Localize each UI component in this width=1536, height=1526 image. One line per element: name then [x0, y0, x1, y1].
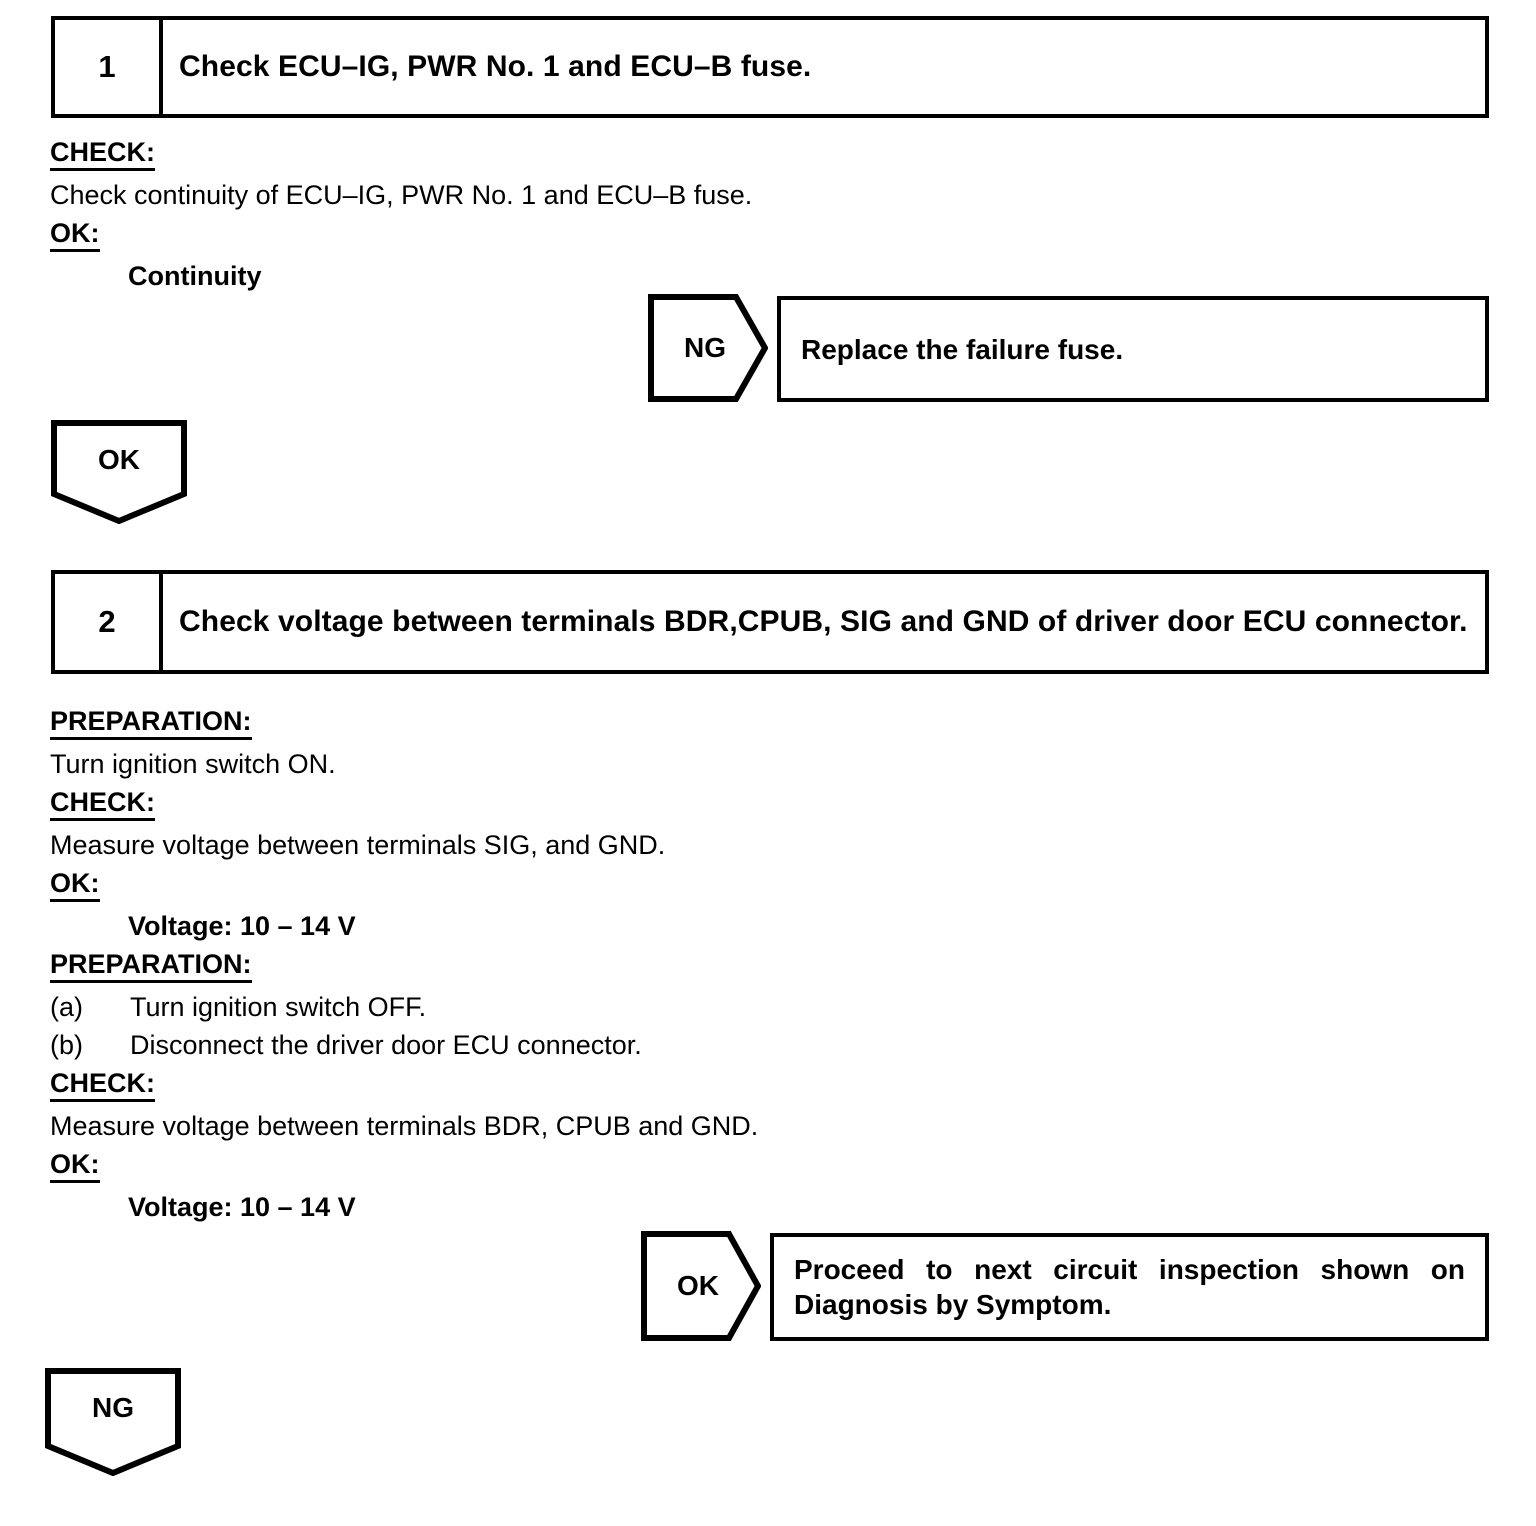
step-2-title: Check voltage between terminals BDR,CPUB…	[179, 604, 1468, 638]
step-2-preparation-label-1-row: PREPARATION:	[50, 702, 758, 745]
arrow-right-icon	[648, 294, 768, 402]
step-1-ok-label: OK:	[50, 218, 100, 252]
pentagon-down-icon	[45, 1368, 181, 1476]
step-2-preparation-item-a-text: Turn ignition switch OFF.	[130, 992, 427, 1022]
step-2-ok-arrow: OK	[641, 1231, 761, 1341]
step-1-ng-result-box: Replace the failure fuse.	[777, 296, 1489, 402]
step-2-preparation-item-a-tag: (a)	[50, 992, 83, 1022]
step-1-title: Check ECU–IG, PWR No. 1 and ECU–B fuse.	[179, 49, 812, 83]
step-2-ok-label-2-row: OK:	[50, 1145, 758, 1188]
step-2-check-label-1-row: CHECK:	[50, 783, 758, 826]
step-2-check-text-1: Measure voltage between terminals SIG, a…	[50, 830, 666, 860]
step-2-detail-block: PREPARATION: Turn ignition switch ON. CH…	[50, 702, 758, 1226]
step-2-ok-arrow-label: OK	[677, 1270, 719, 1301]
step-2-ok-result-box: Proceed to next circuit inspection shown…	[770, 1233, 1489, 1341]
step-2-ng-pentagon: NG	[45, 1368, 181, 1476]
step-2-preparation-label-2: PREPARATION:	[50, 949, 252, 983]
step-1-number: 1	[55, 20, 163, 114]
step-1-check-label: CHECK:	[50, 137, 155, 171]
step-2-ok-result-line-2: Diagnosis by Symptom.	[794, 1289, 1112, 1320]
step-1-ok-label-row: OK:	[50, 214, 752, 257]
step-2-preparation-label-2-row: PREPARATION:	[50, 945, 758, 988]
step-1-ok-value: Continuity	[128, 261, 262, 291]
step-2-ok-label-2: OK:	[50, 1149, 100, 1183]
step-2-check-text-2: Measure voltage between terminals BDR, C…	[50, 1111, 759, 1141]
step-2-ok-value-1: Voltage: 10 – 14 V	[128, 911, 356, 941]
step-1-check-label-row: CHECK:	[50, 133, 752, 176]
step-2-preparation-item-b: (b) Disconnect the driver door ECU connec…	[50, 1026, 758, 1064]
step-2-preparation-text-1: Turn ignition switch ON.	[50, 749, 336, 779]
step-1-check-text: Check continuity of ECU–IG, PWR No. 1 an…	[50, 180, 753, 210]
step-2-number: 2	[55, 574, 163, 670]
step-2-preparation-item-b-tag: (b)	[50, 1030, 83, 1060]
step-1-ng-arrow: NG	[648, 294, 768, 402]
step-1-ng-result-text: Replace the failure fuse.	[801, 333, 1124, 365]
step-2-ok-value-2: Voltage: 10 – 14 V	[128, 1192, 356, 1222]
step-2-ok-label-1-row: OK:	[50, 864, 758, 907]
step-2-ok-label-1: OK:	[50, 868, 100, 902]
step-2-preparation-item-b-text: Disconnect the driver door ECU connector…	[130, 1030, 642, 1060]
step-2-check-label-2: CHECK:	[50, 1068, 155, 1102]
step-2-preparation-item-a: (a) Turn ignition switch OFF.	[50, 988, 758, 1026]
step-2-ok-result-text: Proceed to next circuit inspection shown…	[794, 1252, 1465, 1322]
step-1-detail-block: CHECK: Check continuity of ECU–IG, PWR N…	[50, 133, 752, 295]
step-2-check-label-2-row: CHECK:	[50, 1064, 758, 1107]
step-1-header-box: 1 Check ECU–IG, PWR No. 1 and ECU–B fuse…	[51, 16, 1489, 118]
step-1-ok-pentagon: OK	[51, 420, 187, 524]
step-2-ok-result-line-1: Proceed to next circuit inspection shown…	[794, 1254, 1465, 1285]
arrow-right-icon	[641, 1231, 761, 1341]
step-1-ng-arrow-label: NG	[684, 332, 726, 363]
step-2-header-box: 2 Check voltage between terminals BDR,CP…	[51, 570, 1489, 674]
step-1-ok-pentagon-label: OK	[98, 444, 140, 475]
pentagon-down-icon	[51, 420, 187, 524]
step-2-ng-pentagon-label: NG	[92, 1392, 134, 1423]
step-2-check-label-1: CHECK:	[50, 787, 155, 821]
step-2-preparation-label-1: PREPARATION:	[50, 706, 252, 740]
